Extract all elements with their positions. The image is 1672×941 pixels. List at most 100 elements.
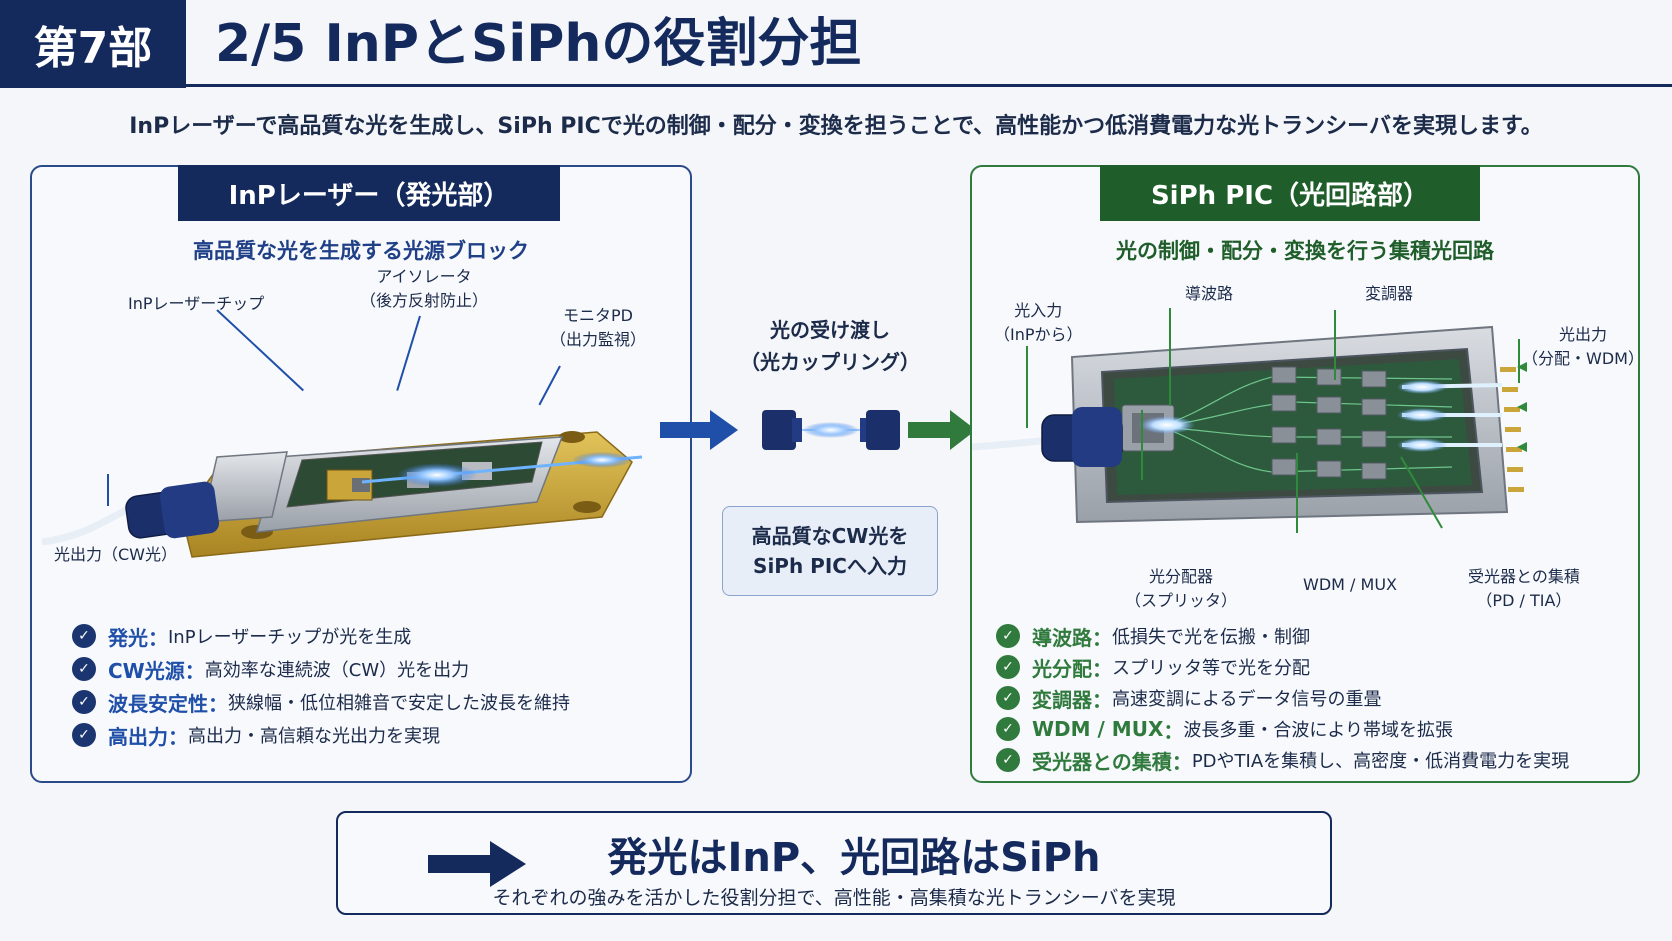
- callout-splitter: 光分配器 （スプリッタ）: [1125, 565, 1237, 613]
- callout-rx-line2: （PD / TIA）: [1476, 591, 1572, 610]
- feature-text: 高効率な連続波（CW）光を出力: [204, 660, 470, 681]
- feature-sep: ：: [148, 625, 168, 650]
- coupling-title-line1: 光の受け渡し: [770, 318, 890, 342]
- callout-light-input: 光入力 （InPから）: [994, 299, 1083, 347]
- feature-sep: ：: [1092, 687, 1112, 712]
- arrow-right-icon: [660, 410, 738, 450]
- feature-sep: ：: [1092, 625, 1112, 650]
- feature-key: 高出力: [108, 724, 168, 749]
- check-circle-icon: ✓: [996, 748, 1020, 772]
- check-circle-icon: ✓: [72, 690, 96, 714]
- inp-laser-module-illustration: [42, 431, 643, 558]
- callout-output-line1: 光出力: [1558, 325, 1607, 344]
- check-circle-icon: ✓: [72, 624, 96, 648]
- callout-splitter-line2: （スプリッタ）: [1125, 591, 1238, 610]
- siph-feature-4: ✓ 受光器との集積：PDやTIAを集積し、高密度・低消費電力を実現: [996, 746, 1569, 774]
- callout-input-line1: 光入力: [1014, 301, 1063, 320]
- leader-splitter: [1141, 410, 1143, 480]
- callout-output-line2: （分配・WDM）: [1522, 349, 1644, 368]
- inp-panel-tab: InPレーザー（発光部）: [178, 165, 560, 221]
- callout-receiver: 受光器との集積 （PD / TIA）: [1468, 565, 1580, 613]
- inp-feature-3: ✓ 高出力：高出力・高信頼な光出力を実現: [72, 721, 440, 749]
- coupling-illustration: [660, 410, 976, 450]
- inp-feature-0: ✓ 発光：InPレーザーチップが光を生成: [72, 622, 411, 650]
- feature-text: 低損失で光を伝搬・制御: [1112, 627, 1310, 648]
- feature-key: CW光源: [108, 658, 185, 683]
- check-circle-icon: ✓: [996, 686, 1020, 710]
- feature-sep: ：: [168, 724, 188, 749]
- feature-key: 波長安定性: [108, 691, 208, 716]
- leader-input: [1026, 346, 1028, 428]
- feature-sep: ：: [208, 691, 228, 716]
- coupling-title-line2: （光カップリング）: [740, 350, 920, 374]
- callout-monitor-pd: モニタPD （出力監視）: [550, 304, 646, 352]
- siph-panel-tab: SiPh PIC（光回路部）: [1100, 165, 1480, 221]
- callout-isolator-line1: アイソレータ: [376, 267, 472, 286]
- callout-cw-output: 光出力（CW光）: [54, 545, 177, 564]
- coupling-title: 光の受け渡し （光カップリング）: [720, 314, 940, 378]
- feature-sep: ：: [1163, 718, 1184, 743]
- header: 第7部 2/5 InPとSiPhの役割分担: [0, 0, 1672, 88]
- callout-monitor-line2: （出力監視）: [550, 330, 647, 349]
- feature-key: 変調器: [1032, 687, 1092, 712]
- callout-isolator: アイソレータ （後方反射防止）: [360, 265, 488, 313]
- siph-feature-2: ✓ 変調器：高速変調によるデータ信号の重畳: [996, 684, 1381, 712]
- feature-key: 受光器との集積: [1032, 749, 1172, 774]
- callout-rx-line1: 受光器との集積: [1468, 567, 1580, 586]
- callout-wdm-mux: WDM / MUX: [1303, 575, 1397, 594]
- feature-text: PDやTIAを集積し、高密度・低消費電力を実現: [1191, 751, 1570, 772]
- check-circle-icon: ✓: [72, 723, 96, 747]
- callout-waveguide: 導波路: [1185, 284, 1234, 303]
- check-circle-icon: ✓: [996, 655, 1020, 679]
- feature-text: スプリッタ等で光を分配: [1112, 658, 1310, 679]
- feature-key: 光分配: [1032, 656, 1092, 681]
- inp-laser-panel: InPレーザー（発光部） 高品質な光を生成する光源ブロック: [30, 165, 692, 783]
- inp-panel-subtitle: 高品質な光を生成する光源ブロック: [193, 239, 529, 263]
- siph-pic-panel: SiPh PIC（光回路部） 光の制御・配分・変換を行う集積光回路: [970, 165, 1644, 783]
- feature-key: WDM / MUX: [1032, 717, 1164, 741]
- check-circle-icon: ✓: [72, 657, 96, 681]
- summary-box: 発光はInP、光回路はSiPh それぞれの強みを活かした役割分担で、高性能・高集…: [336, 811, 1332, 915]
- coupling-note-line1: 高品質なCW光を: [751, 524, 909, 548]
- leader-wdm: [1296, 453, 1298, 533]
- feature-text: InPレーザーチップが光を生成: [168, 627, 412, 648]
- check-circle-icon: ✓: [996, 717, 1020, 741]
- arrow-right-icon: [428, 841, 526, 887]
- callout-monitor-line1: モニタPD: [563, 306, 633, 325]
- callout-modulator: 変調器: [1365, 284, 1414, 303]
- siph-feature-3: ✓ WDM / MUX：波長多重・合波により帯域を拡張: [996, 715, 1453, 743]
- callout-splitter-line1: 光分配器: [1149, 567, 1214, 586]
- callout-inp-chip: InPレーザーチップ: [128, 294, 265, 313]
- page-title: 2/5 InPとSiPhの役割分担: [215, 14, 862, 74]
- part-badge: 第7部: [0, 0, 186, 88]
- callout-light-output: 光出力 （分配・WDM）: [1522, 323, 1644, 371]
- summary-main: 発光はInP、光回路はSiPh: [607, 835, 1101, 881]
- siph-pic-illustration: [972, 325, 1527, 524]
- leader-waveguide: [1169, 308, 1171, 406]
- leader-output: [1518, 339, 1520, 383]
- leader-output: [107, 474, 109, 506]
- check-circle-icon: ✓: [996, 624, 1020, 648]
- feature-key: 導波路: [1032, 625, 1092, 650]
- feature-text: 狭線幅・低位相雑音で安定した波長を維持: [228, 693, 570, 714]
- callout-isolator-line2: （後方反射防止）: [360, 291, 489, 310]
- summary-sub: それぞれの強みを活かした役割分担で、高性能・高集積な光トランシーバを実現: [492, 887, 1176, 909]
- header-rule: [186, 84, 1672, 87]
- feature-key: 発光: [108, 625, 148, 650]
- arrow-right-icon-green: [908, 410, 976, 450]
- coupling-note-line2: SiPh PICへ入力: [753, 554, 907, 578]
- feature-text: 高速変調によるデータ信号の重畳: [1112, 689, 1382, 710]
- leader-modulator: [1334, 310, 1336, 380]
- inp-feature-2: ✓ 波長安定性：狭線幅・低位相雑音で安定した波長を維持: [72, 688, 570, 716]
- feature-sep: ：: [1092, 656, 1112, 681]
- feature-text: 波長多重・合波により帯域を拡張: [1183, 720, 1453, 741]
- callout-input-line2: （InPから）: [994, 325, 1083, 344]
- siph-feature-1: ✓ 光分配：スプリッタ等で光を分配: [996, 653, 1310, 681]
- siph-feature-0: ✓ 導波路：低損失で光を伝搬・制御: [996, 622, 1310, 650]
- feature-sep: ：: [184, 658, 205, 683]
- feature-sep: ：: [1171, 749, 1192, 774]
- lead-text: InPレーザーで高品質な光を生成し、SiPh PICで光の制御・配分・変換を担う…: [129, 114, 1543, 139]
- coupling-note-box: 高品質なCW光を SiPh PICへ入力: [722, 506, 938, 596]
- feature-text: 高出力・高信頼な光出力を実現: [188, 726, 440, 747]
- siph-panel-subtitle: 光の制御・配分・変換を行う集積光回路: [1116, 239, 1494, 263]
